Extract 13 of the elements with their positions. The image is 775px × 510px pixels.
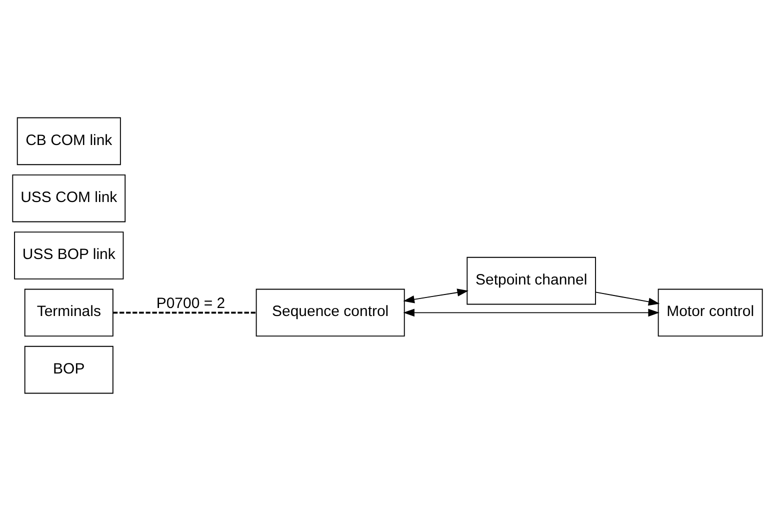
connector: [112, 311, 256, 314]
edge-label: P0700 = 2: [156, 294, 226, 312]
node-box: CB COM link: [16, 116, 121, 165]
node-box: BOP: [24, 345, 114, 394]
arrow: [403, 308, 660, 316]
arrow: [595, 291, 660, 306]
arrow: [403, 288, 468, 303]
node-box: Motor control: [658, 288, 763, 336]
node-box: Setpoint channel: [466, 256, 596, 304]
node-box: Sequence control: [256, 288, 405, 336]
node-box: USS COM link: [12, 174, 126, 222]
node-box: Terminals: [24, 288, 114, 336]
node-box: USS BOP link: [14, 231, 124, 279]
